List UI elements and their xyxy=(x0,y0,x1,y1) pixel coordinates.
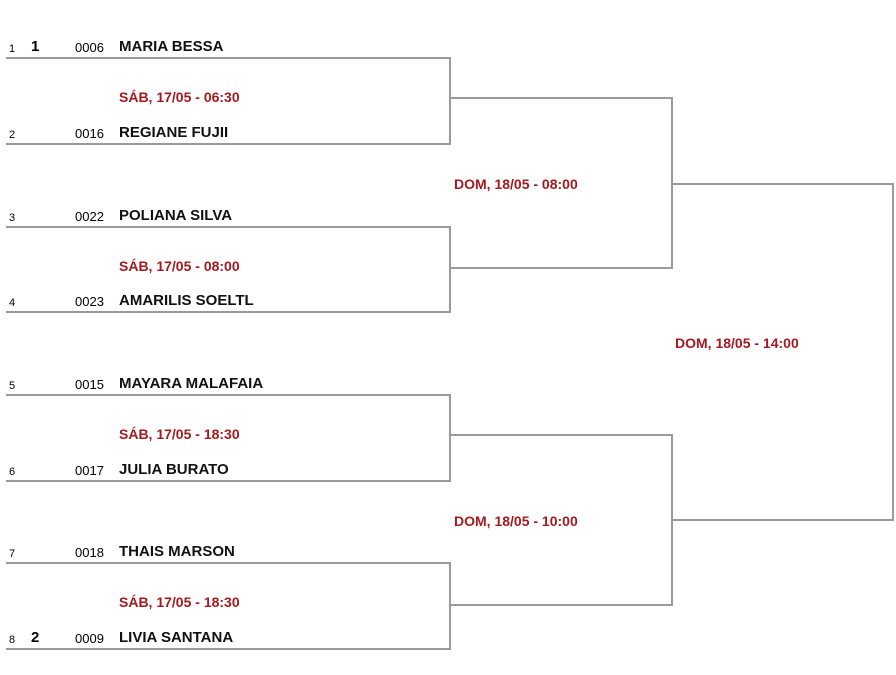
entry-seed: 2 xyxy=(31,629,40,646)
entry-position: 6 xyxy=(9,466,16,478)
entry-name[interactable]: AMARILIS SOELTL xyxy=(119,292,254,309)
entry-position: 1 xyxy=(9,43,16,55)
entry-name[interactable]: POLIANA SILVA xyxy=(119,207,233,224)
entry-code: 0016 xyxy=(75,126,104,141)
entry-name[interactable]: REGIANE FUJII xyxy=(119,124,229,141)
entry-code: 0006 xyxy=(75,40,104,55)
entry-name[interactable]: THAIS MARSON xyxy=(119,543,235,560)
entry-position: 4 xyxy=(9,297,16,309)
match-schedule-r2-1[interactable]: DOM, 18/05 - 08:00 xyxy=(454,176,578,192)
entry-position: 5 xyxy=(9,380,16,392)
match-schedule-r1-4[interactable]: SÁB, 17/05 - 18:30 xyxy=(119,594,240,610)
entry-seed: 1 xyxy=(31,38,40,55)
entry-name[interactable]: MAYARA MALAFAIA xyxy=(119,375,264,392)
entry-code: 0009 xyxy=(75,631,104,646)
entry-name[interactable]: LIVIA SANTANA xyxy=(119,629,234,646)
match-schedule-r1-3[interactable]: SÁB, 17/05 - 18:30 xyxy=(119,426,240,442)
entry-code: 0017 xyxy=(75,463,104,478)
entry-position: 8 xyxy=(9,634,16,646)
match-schedule-r2-2[interactable]: DOM, 18/05 - 10:00 xyxy=(454,513,578,529)
entry-position: 3 xyxy=(9,212,16,224)
entry-position: 7 xyxy=(9,548,16,560)
match-schedule-final[interactable]: DOM, 18/05 - 14:00 xyxy=(675,335,799,351)
entry-position: 2 xyxy=(9,129,16,141)
entry-name[interactable]: MARIA BESSA xyxy=(119,38,224,55)
entry-code: 0018 xyxy=(75,545,104,560)
entry-code: 0022 xyxy=(75,209,104,224)
entry-code: 0015 xyxy=(75,377,104,392)
entry-name[interactable]: JULIA BURATO xyxy=(119,461,229,478)
match-schedule-r1-2[interactable]: SÁB, 17/05 - 08:00 xyxy=(119,258,240,274)
entry-code: 0023 xyxy=(75,294,104,309)
match-schedule-r1-1[interactable]: SÁB, 17/05 - 06:30 xyxy=(119,89,240,105)
